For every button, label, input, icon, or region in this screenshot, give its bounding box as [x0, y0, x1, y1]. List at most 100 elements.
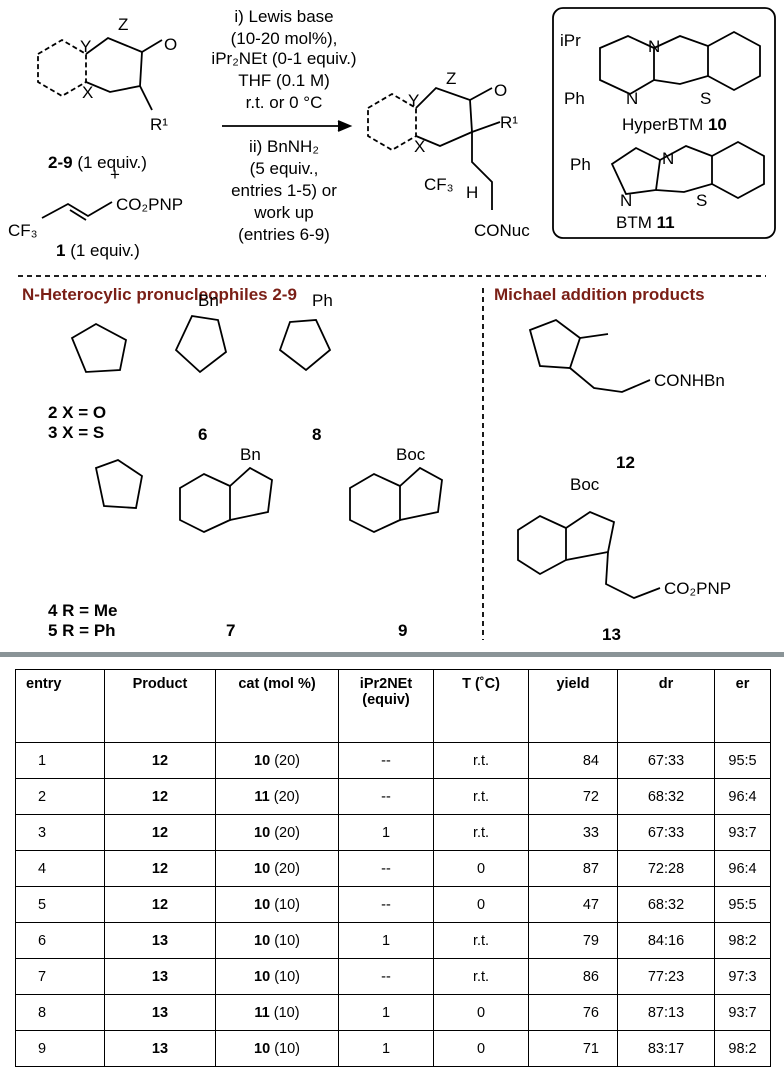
product-o: O [494, 81, 507, 100]
nuc-caption-7: 7 [226, 621, 235, 640]
hyperbtm-ipr: iPr [560, 31, 581, 50]
cell-product: 13 [104, 958, 216, 995]
cell-base: -- [338, 742, 434, 779]
nuc-caption-4: 4 R = Me [48, 601, 117, 620]
cell-entry: 6 [15, 922, 105, 959]
product-13-number: 13 [602, 625, 621, 644]
cell-cat-loading: (10) [274, 1040, 300, 1057]
cell-t: r.t. [433, 742, 529, 779]
section-products: Michael addition products [494, 285, 705, 304]
nuc-sub-9: Boc [396, 445, 426, 464]
nuc-caption-8: 8 [312, 425, 321, 444]
cell-er: 95:5 [714, 886, 771, 923]
cell-cat: 11 (10) [215, 994, 339, 1031]
condition-1: i) Lewis base [234, 7, 333, 26]
cell-cat: 10 (20) [215, 814, 339, 851]
cell-yield: 33 [528, 814, 618, 851]
cell-dr: 68:32 [617, 778, 715, 815]
condition-3: iPr₂NEt (0-1 equiv.) [211, 49, 356, 68]
condition-4: THF (0.1 M) [238, 71, 330, 90]
label-r1: R¹ [150, 115, 168, 134]
cell-yield: 76 [528, 994, 618, 1031]
cell-cat-number: 11 [254, 788, 270, 805]
condition-2: (10-20 mol%), [231, 29, 338, 48]
condition-5: r.t. or 0 °C [246, 93, 323, 112]
cell-cat-loading: (20) [274, 752, 300, 769]
reaction-scheme: Y Z O X R¹ 2-9 (1 equiv.) + CF₃ CO₂PNP 1… [8, 7, 776, 644]
cell-cat-number: 10 [254, 1040, 271, 1057]
hyperbtm-n1: N [648, 37, 660, 56]
cell-cat-number: 10 [254, 968, 271, 985]
product-13-protect: Boc [570, 475, 600, 494]
header-er: er [714, 669, 771, 743]
cell-dr: 77:23 [617, 958, 715, 995]
cell-product: 12 [104, 886, 216, 923]
cell-t: r.t. [433, 814, 529, 851]
nuc-sub-8: Ph [312, 291, 333, 310]
cell-t: 0 [433, 994, 529, 1031]
btm-s: S [696, 191, 707, 210]
cell-cat: 10 (20) [215, 850, 339, 887]
cell-cat: 10 (10) [215, 958, 339, 995]
cell-t: r.t. [433, 922, 529, 959]
nuc-caption-2: 2 X = O [48, 403, 106, 422]
hyperbtm-s: S [700, 89, 711, 108]
condition-8: entries 1-5) or [231, 181, 337, 200]
cell-entry: 3 [15, 814, 105, 851]
cell-dr: 72:28 [617, 850, 715, 887]
cell-t: 0 [433, 1030, 529, 1067]
cell-yield: 79 [528, 922, 618, 959]
cell-dr: 83:17 [617, 1030, 715, 1067]
cell-cat-loading: (10) [273, 1004, 300, 1021]
nuc-caption-5: 5 R = Ph [48, 621, 116, 640]
nuc-caption-6: 6 [198, 425, 207, 444]
section-divider [0, 652, 784, 657]
header-yield: yield [528, 669, 618, 743]
product-r1: R¹ [500, 113, 518, 132]
cell-product: 12 [104, 814, 216, 851]
product-cf3: CF₃ [424, 175, 454, 194]
cell-t: 0 [433, 850, 529, 887]
cell-base: 1 [338, 922, 434, 959]
cell-entry: 7 [15, 958, 105, 995]
label-y: Y [80, 37, 91, 56]
cell-t: r.t. [433, 778, 529, 815]
cell-er: 98:2 [714, 1030, 771, 1067]
cell-base: 1 [338, 814, 434, 851]
product-conuc: CONuc [474, 221, 530, 240]
cell-base: -- [338, 958, 434, 995]
cell-er: 93:7 [714, 994, 771, 1031]
nuc-caption-9: 9 [398, 621, 407, 640]
cell-cat-number: 11 [254, 1004, 270, 1021]
cell-cat-loading: (10) [274, 896, 300, 913]
reagent-top-label: 2-9 (1 equiv.) [48, 153, 147, 172]
reagent-bottom-label: 1 (1 equiv.) [56, 241, 140, 260]
btm-n1: N [662, 149, 674, 168]
hyperbtm-ph: Ph [564, 89, 585, 108]
cell-er: 96:4 [714, 850, 771, 887]
cell-base: -- [338, 886, 434, 923]
cell-product: 12 [104, 850, 216, 887]
condition-6: ii) BnNH₂ [249, 137, 319, 156]
hyperbtm-n2: N [626, 89, 638, 108]
header-base: iPr2NEt (equiv) [338, 669, 434, 743]
cell-dr: 67:33 [617, 814, 715, 851]
cell-yield: 71 [528, 1030, 618, 1067]
nuc-sub-6: Bn [198, 291, 219, 310]
cell-product: 12 [104, 778, 216, 815]
cell-cat: 10 (10) [215, 886, 339, 923]
cell-cat: 10 (20) [215, 742, 339, 779]
cell-cat-number: 10 [254, 824, 271, 841]
cell-cat-number: 10 [254, 932, 271, 949]
cell-base: -- [338, 778, 434, 815]
cell-cat-loading: (20) [274, 824, 300, 841]
cell-entry: 5 [15, 886, 105, 923]
plus-sign: + [110, 165, 120, 184]
cell-cat: 10 (10) [215, 922, 339, 959]
label-x: X [82, 83, 93, 102]
header-product: Product [104, 669, 216, 743]
